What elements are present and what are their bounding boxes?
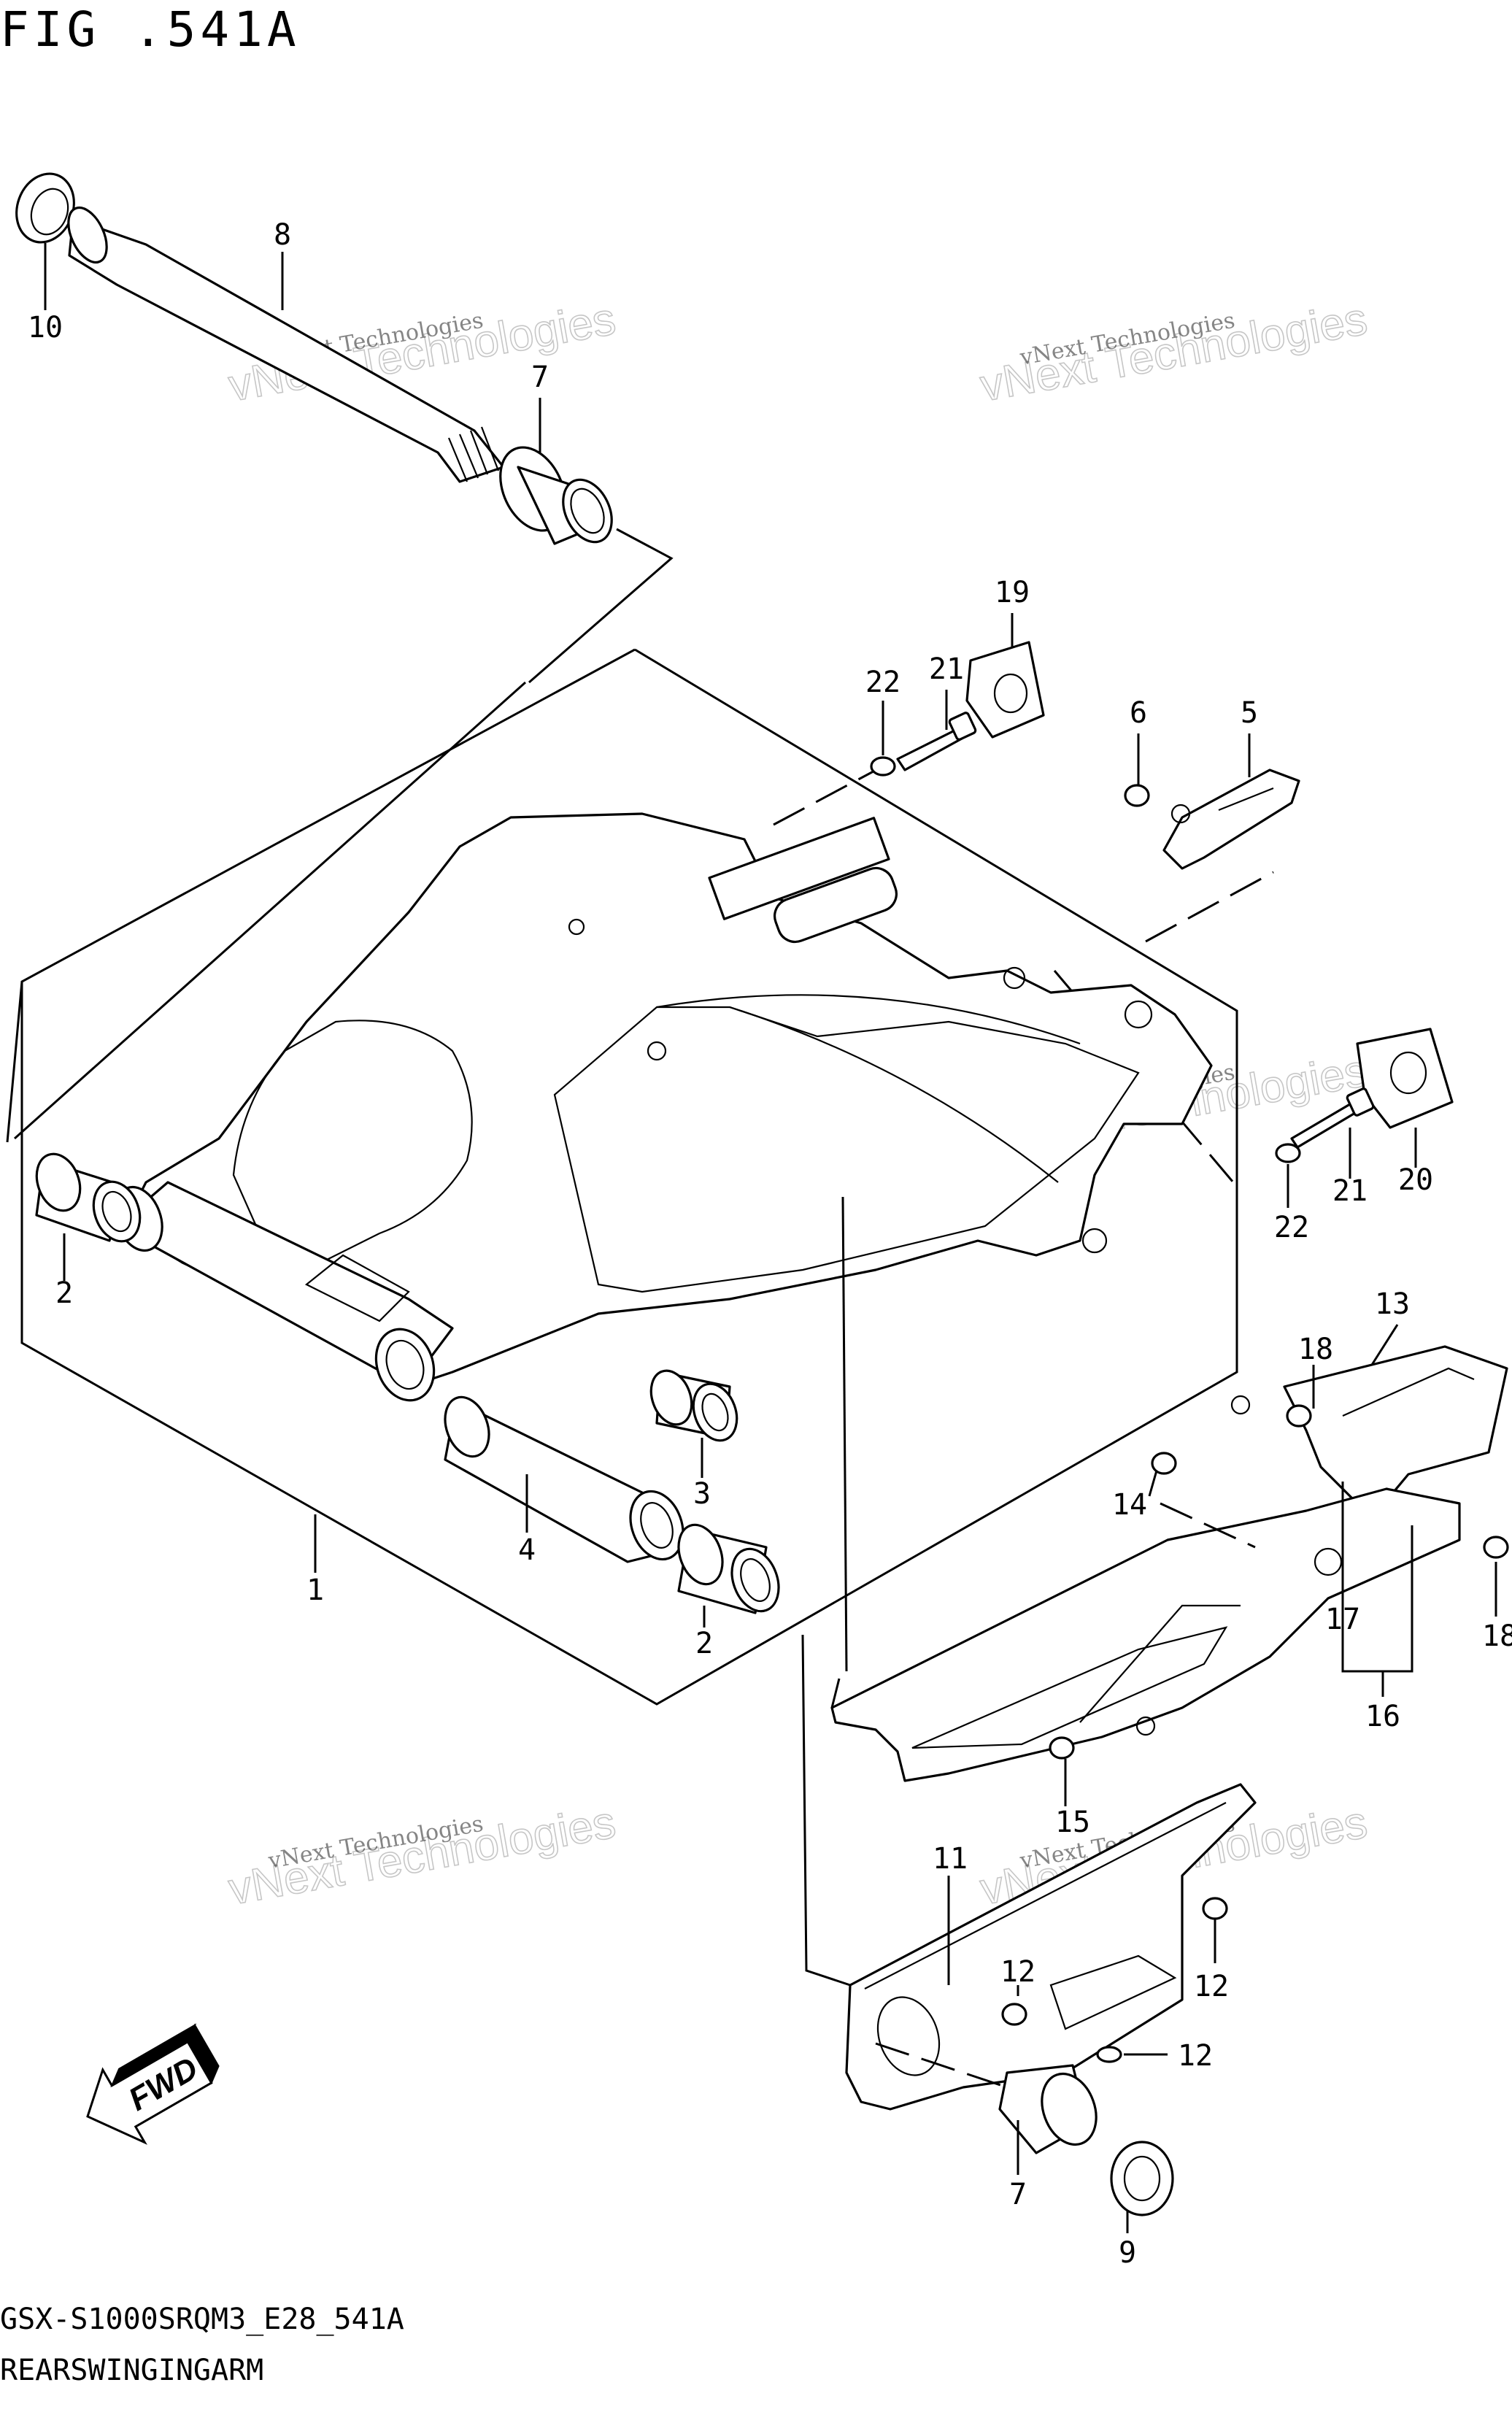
callout-label: 18 bbox=[1482, 1619, 1512, 1653]
callout-label: 21 bbox=[1332, 1174, 1368, 1208]
chain-case-part bbox=[830, 1487, 1461, 1782]
bracket-part bbox=[1162, 768, 1300, 870]
adjuster-bolt-upper-part bbox=[896, 712, 977, 771]
collar-lower-part bbox=[998, 2064, 1098, 2154]
callout-label: 5 bbox=[1241, 696, 1258, 730]
callout-label: 1 bbox=[306, 1573, 324, 1607]
collar-upper-part bbox=[499, 446, 613, 545]
pivot-shaft-part bbox=[67, 206, 505, 483]
needle-bearing-right-part bbox=[677, 1523, 780, 1614]
figure-title: FIG .541A bbox=[0, 1, 301, 58]
callout-label: 22 bbox=[865, 666, 900, 699]
callout-leaders bbox=[44, 243, 1497, 2233]
callout-label: 9 bbox=[1119, 2236, 1136, 2270]
callout-label: 11 bbox=[933, 1842, 968, 1876]
callout-label: 2 bbox=[695, 1627, 713, 1660]
screw-12-b-part bbox=[1202, 1897, 1228, 1920]
callout-label: 4 bbox=[518, 1533, 536, 1567]
screw-18-b-part bbox=[1483, 1536, 1509, 1559]
adjuster-bolt-lower-part bbox=[1290, 1087, 1375, 1149]
callout-label: 8 bbox=[274, 218, 291, 252]
callout-label: 2 bbox=[55, 1276, 73, 1310]
chain-adjuster-left-part bbox=[965, 641, 1045, 739]
callout-label: 15 bbox=[1055, 1806, 1090, 1839]
callout-label: 17 bbox=[1325, 1603, 1360, 1636]
chain-adjuster-right-part bbox=[1356, 1028, 1454, 1129]
chain-buffer-part bbox=[845, 1783, 1257, 2111]
screw-18-a-part bbox=[1286, 1404, 1312, 1428]
callout-label: 6 bbox=[1130, 696, 1147, 730]
callout-label: 16 bbox=[1365, 1700, 1400, 1733]
callout-label: 14 bbox=[1112, 1488, 1147, 1522]
callout-labels: 10 8 7 19 22 21 6 5 20 21 22 2 1 4 3 2 1… bbox=[28, 218, 1512, 2270]
callout-label: 18 bbox=[1298, 1333, 1333, 1366]
callout-label: 12 bbox=[1194, 1970, 1229, 2003]
callout-label: 10 bbox=[28, 311, 63, 344]
callout-label: 20 bbox=[1398, 1163, 1433, 1197]
screw-12-a-part bbox=[1001, 2003, 1027, 2026]
callout-label: 19 bbox=[995, 576, 1030, 609]
callout-label: 7 bbox=[1009, 2178, 1027, 2211]
callout-label: 12 bbox=[1000, 1955, 1035, 1989]
adjuster-nut-lower-part bbox=[1275, 1143, 1301, 1163]
callout-label: 12 bbox=[1178, 2039, 1213, 2073]
fwd-arrow: FWD bbox=[86, 2023, 220, 2145]
screw-14-part bbox=[1151, 1452, 1177, 1475]
bracket-screw-part bbox=[1124, 784, 1150, 807]
assembly-box bbox=[6, 648, 1274, 1706]
chain-guard-part bbox=[1230, 1345, 1508, 1519]
adjuster-nut-upper-part bbox=[870, 756, 896, 777]
axle-nut-part bbox=[1110, 2141, 1174, 2216]
spacer-tube-part bbox=[444, 1395, 684, 1563]
section-name: REARSWINGINGARM bbox=[0, 2354, 264, 2387]
needle-bearing-left-part bbox=[35, 1152, 142, 1243]
callout-label: 3 bbox=[693, 1477, 711, 1511]
needle-bearing-center-part bbox=[649, 1369, 738, 1442]
screw-15-part bbox=[1049, 1736, 1075, 1760]
callout-label: 21 bbox=[929, 652, 964, 686]
callout-label: 7 bbox=[531, 361, 549, 394]
swingarm-part bbox=[114, 812, 1213, 1402]
callout-label: 13 bbox=[1375, 1287, 1410, 1321]
screw-12-c-part bbox=[1096, 2046, 1122, 2063]
callout-label: 22 bbox=[1274, 1211, 1309, 1244]
diagram-code: GSX-S1000SRQM3_E28_541A bbox=[0, 2303, 404, 2336]
